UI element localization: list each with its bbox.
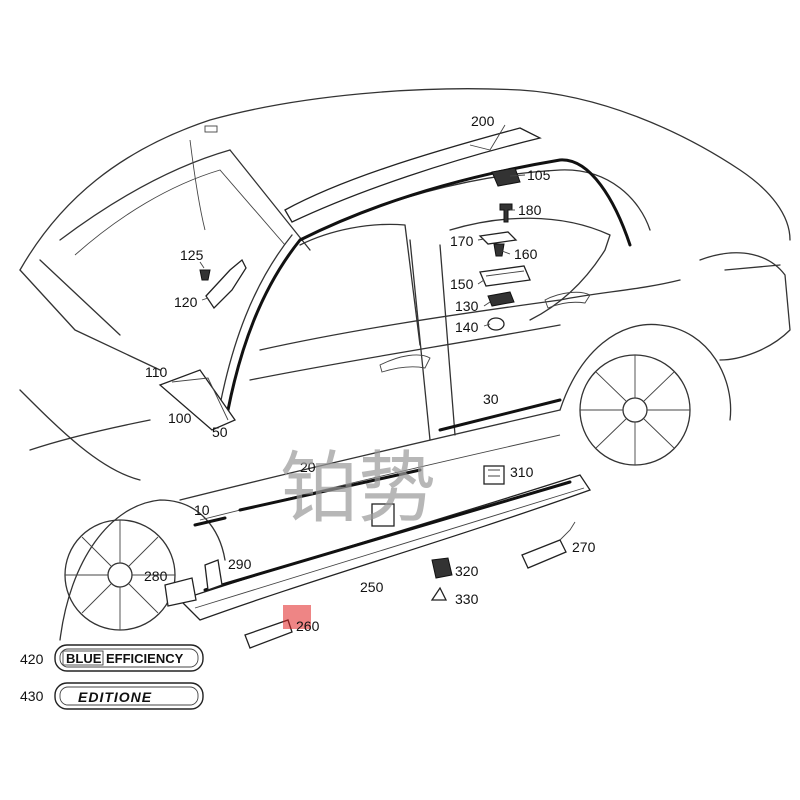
callout-125: 125	[180, 247, 204, 263]
callout-105: 105	[527, 167, 551, 183]
highlight-260	[283, 605, 311, 629]
callout-30: 30	[483, 391, 499, 407]
screw-125	[199, 269, 211, 281]
nut-320	[431, 557, 453, 579]
screw-180	[499, 203, 513, 223]
badge-blue-text: BLUE	[66, 651, 102, 666]
callout-250: 250	[360, 579, 384, 595]
cover-260	[244, 619, 293, 649]
roof-trim-parts	[158, 127, 632, 431]
grommet-140	[487, 317, 505, 331]
leader-lines	[199, 124, 526, 327]
callout-170: 170	[450, 233, 474, 249]
end-cap-280	[164, 577, 197, 607]
callout-160: 160	[514, 246, 538, 262]
callout-140: 140	[455, 319, 479, 335]
callout-200: 200	[471, 113, 495, 129]
callout-110: 110	[145, 364, 168, 380]
clip-160	[493, 243, 505, 257]
badge-efficiency-text: EFFICIENCY	[106, 651, 184, 666]
clip-310	[483, 465, 505, 485]
clip-130	[487, 291, 515, 307]
cover-270	[521, 539, 567, 569]
callout-100: 100	[168, 410, 192, 426]
callout-310: 310	[510, 464, 534, 480]
callout-180: 180	[518, 202, 542, 218]
molding-10	[193, 516, 227, 527]
badge-edition-e: EDITIONE	[54, 682, 204, 710]
callout-150: 150	[450, 276, 474, 292]
watermark: 铂势	[280, 444, 436, 534]
callout-430: 430	[20, 688, 44, 704]
badge-blue-efficiency: BLUE EFFICIENCY	[54, 644, 204, 672]
molding-20	[238, 468, 422, 512]
clip-mid	[371, 503, 395, 527]
bracket-120	[205, 258, 247, 310]
molding-30	[438, 398, 562, 432]
bracket-150	[479, 265, 531, 287]
callout-260: 260	[296, 618, 320, 634]
callout-330: 330	[455, 591, 479, 607]
callout-420: 420	[20, 651, 44, 667]
callout-10: 10	[194, 502, 210, 518]
callout-290: 290	[228, 556, 252, 572]
callout-50: 50	[212, 424, 228, 440]
pillar-trim-110-100	[158, 369, 236, 431]
callout-130: 130	[455, 298, 479, 314]
callout-20: 20	[300, 459, 316, 475]
plate-170	[478, 231, 518, 245]
callout-120: 120	[174, 294, 198, 310]
side-skirt-assembly	[164, 398, 592, 649]
bracket-290	[204, 559, 223, 591]
roof-molding-200	[284, 127, 542, 223]
callout-280: 280	[144, 568, 168, 584]
clip-105	[491, 167, 521, 187]
badge-edition-text: EDITIONE	[78, 689, 152, 705]
clip-330	[430, 586, 448, 601]
callout-270: 270	[572, 539, 596, 555]
fasteners	[199, 167, 531, 331]
callout-320: 320	[455, 563, 479, 579]
callout-labels: 200 105 180 170 160 150 130 140 125 120 …	[20, 113, 596, 704]
car-outline	[19, 88, 791, 641]
